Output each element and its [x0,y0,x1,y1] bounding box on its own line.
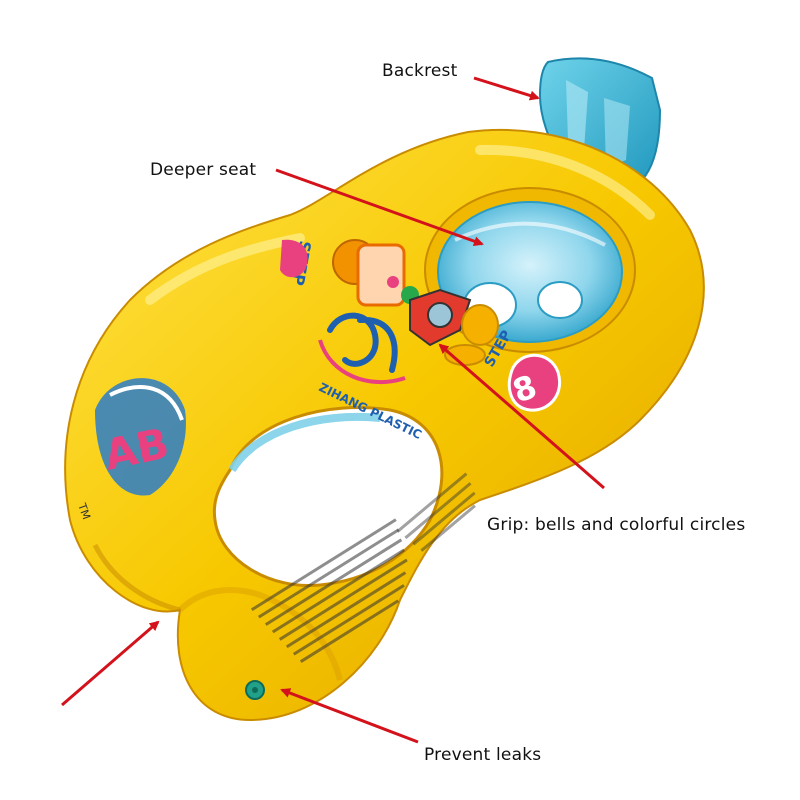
ring-hole [212,406,444,588]
arrow-grip [438,343,605,490]
label-grip: Grip: bells and colorful circles [487,515,746,535]
label-backrest: Backrest [382,61,458,81]
arrow-backrest [473,76,540,101]
warning-text-block [250,518,408,663]
arrow-deeper-seat [275,168,484,247]
grip-toy [332,239,499,366]
warning-text-block-right [396,472,476,552]
label-deeper-seat: Deeper seat [150,160,257,180]
valve [245,680,265,700]
label-prevent-leaks: Prevent leaks [424,745,542,765]
arrow-edge [61,620,160,707]
annotation-arrows [61,76,605,744]
print-tm: TM [75,501,93,522]
arrow-prevent-leaks [280,688,419,744]
